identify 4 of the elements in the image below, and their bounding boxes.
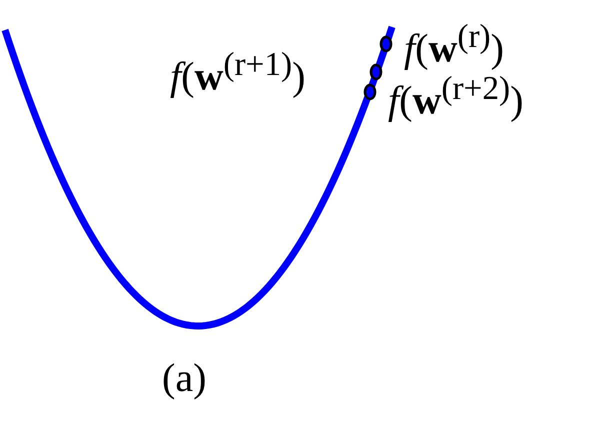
function-value-label: f(w$^{(r+1)}$): [170, 48, 306, 96]
function-value-label: f(w$^{(r+2)}$): [388, 72, 524, 120]
function-value-label: f(w$^{(r)}$): [404, 20, 504, 68]
caption: (a): [162, 358, 206, 398]
